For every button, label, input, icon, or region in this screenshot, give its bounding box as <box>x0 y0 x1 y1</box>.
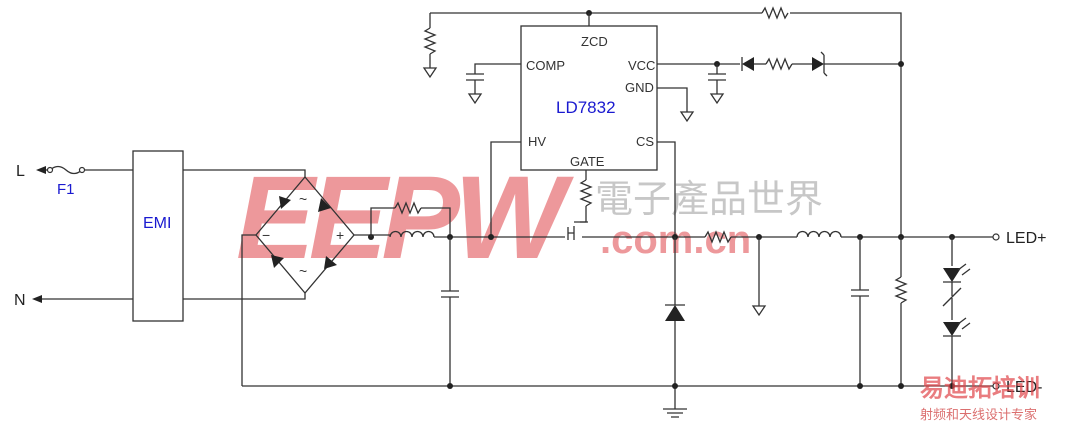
pin-hv: HV <box>528 134 546 149</box>
bridge-plus: + <box>336 227 344 243</box>
top-feedback-line <box>422 6 902 237</box>
terminal-l: L <box>16 163 25 180</box>
watermark-logo: EEPW <box>236 152 574 284</box>
pin-zcd: ZCD <box>581 34 608 49</box>
resistor-gate <box>579 179 593 207</box>
bulk-capacitor <box>441 237 459 386</box>
terminal-n: N <box>14 292 26 309</box>
led-string <box>942 237 971 386</box>
output-stage <box>704 230 993 386</box>
mosfet-gate <box>567 170 593 240</box>
watermark-cn-name: 電子產品世界 <box>595 179 823 221</box>
bridge-ac2: ~ <box>299 263 307 279</box>
hv-wire <box>490 141 521 237</box>
vcc-branch <box>657 51 904 105</box>
resistor-feedback <box>761 6 789 20</box>
fuse-f1 <box>49 165 83 175</box>
cs-wire <box>657 141 676 237</box>
zener-diode <box>812 57 824 71</box>
pin-cs: CS <box>636 134 654 149</box>
ground-symbol <box>679 111 695 123</box>
emi-label: EMI <box>143 215 171 232</box>
output-terminals: LED+ LED- <box>992 230 1046 396</box>
resistor-zcd <box>423 27 437 55</box>
terminal-led-plus: LED+ <box>1006 230 1046 247</box>
output-capacitor <box>851 237 869 386</box>
resistor-sense <box>704 230 732 244</box>
badge-title: 易迪拓培训 <box>920 374 1040 402</box>
resistor-damping <box>394 201 422 215</box>
inductor-output <box>796 230 842 238</box>
bridge-minus: − <box>262 227 270 243</box>
ground-symbol <box>709 93 725 105</box>
pin-vcc: VCC <box>628 58 655 73</box>
gnd-wire <box>657 87 688 112</box>
resistor-bleeder <box>894 276 908 304</box>
fuse-label: F1 <box>57 181 75 198</box>
badge-subtitle: 射频和天线设计专家 <box>920 407 1037 422</box>
resistor-vcc <box>765 57 793 71</box>
pin-gnd: GND <box>625 80 654 95</box>
bridge-ac1: ~ <box>299 191 307 207</box>
diode-vcc <box>742 57 754 71</box>
chip-name: LD7832 <box>556 98 616 117</box>
bridge-rectifier: ~ ~ − + <box>241 175 355 386</box>
return-rail <box>242 383 993 389</box>
eepw-watermark: EEPW .com.cn 電子產品世界 <box>236 152 823 284</box>
earth-ground <box>663 408 687 418</box>
pin-gate: GATE <box>570 154 605 169</box>
inductor-input <box>389 230 435 238</box>
input-section: L F1 N EMI <box>14 150 306 322</box>
ground-symbol <box>422 67 438 79</box>
freewheel-diode <box>663 237 687 418</box>
terminal-led-minus: LED- <box>1006 379 1042 396</box>
pin-comp: COMP <box>526 58 565 73</box>
ic-ld7832: ZCD COMP VCC GND LD7832 HV CS GATE <box>520 25 658 171</box>
emi-filter <box>132 150 184 322</box>
comp-capacitor <box>466 63 521 105</box>
corner-badge-watermark: 易迪拓培训 射频和天线设计专家 <box>920 374 1040 422</box>
ground-symbol <box>751 305 767 317</box>
ground-symbol <box>467 93 483 105</box>
main-rail <box>354 201 705 386</box>
